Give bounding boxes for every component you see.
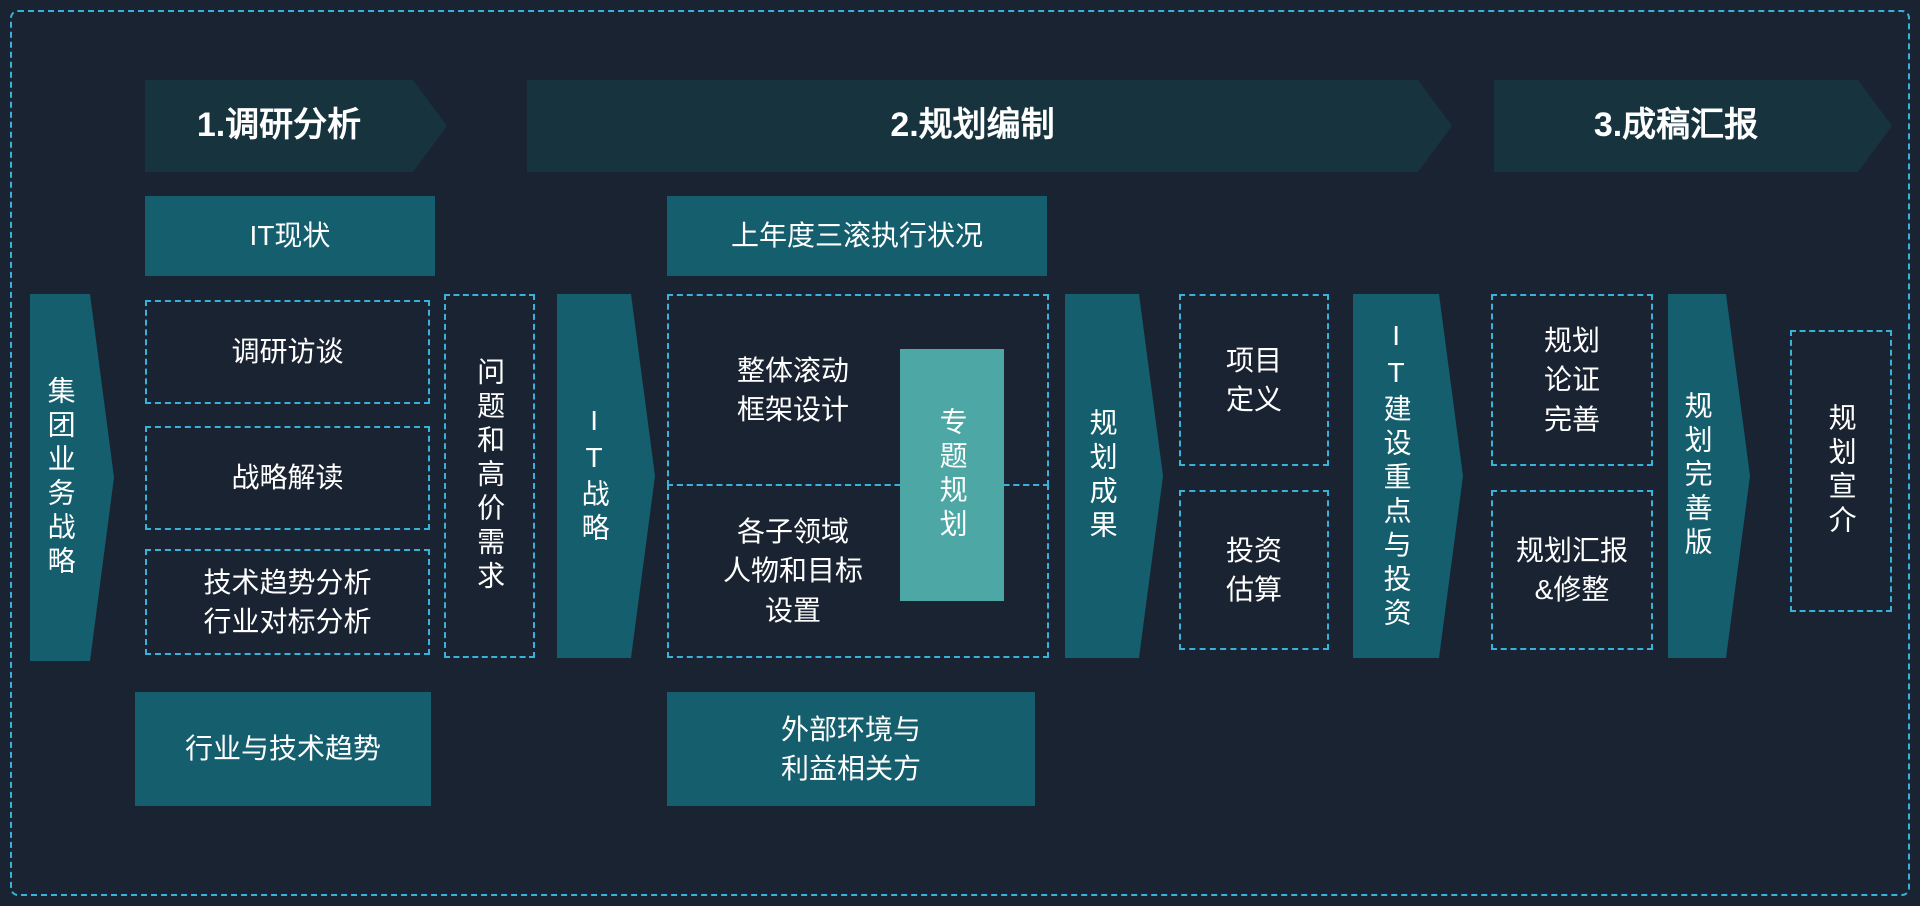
- node-tech-trend-benchmark-analysis: 技术趋势分析 行业对标分析: [145, 549, 430, 655]
- node-planning-promotion: 规划宣介: [1790, 330, 1892, 612]
- node-investment-estimate: 投资 估算: [1179, 490, 1329, 650]
- node-problems-high-value-needs: 问题和高价需求: [444, 294, 535, 658]
- phase-header-planning: 2.规划编制: [527, 80, 1452, 172]
- phase-header-final-report: 3.成稿汇报: [1494, 80, 1892, 172]
- node-planning-report-revision: 规划汇报 &修整: [1491, 490, 1653, 650]
- node-last-year-execution-status: 上年度三滚执行状况: [667, 196, 1047, 276]
- node-overall-rolling-framework: 整体滚动 框架设计: [667, 294, 1049, 486]
- node-special-topic-planning: 专题规划: [900, 349, 1004, 601]
- node-it-strategy-arrow: IT战略: [557, 294, 655, 658]
- node-project-definition: 项目 定义: [1179, 294, 1329, 466]
- node-it-status: IT现状: [145, 196, 435, 276]
- node-planning-results-arrow: 规划成果: [1065, 294, 1163, 658]
- node-industry-tech-trends: 行业与技术趋势: [135, 692, 431, 806]
- node-external-environment-stakeholders: 外部环境与 利益相关方: [667, 692, 1035, 806]
- node-it-construction-investment-arrow: IT建设重点与投资: [1353, 294, 1463, 658]
- node-planning-validation: 规划 论证 完善: [1491, 294, 1653, 466]
- phase-header-research-analysis: 1.调研分析: [145, 80, 447, 172]
- node-research-interview: 调研访谈: [145, 300, 430, 404]
- node-subdomain-goal-setting: 各子领域 人物和目标 设置: [667, 484, 1049, 658]
- outer-dashed-frame: [10, 10, 1910, 896]
- node-strategy-interpretation: 战略解读: [145, 426, 430, 530]
